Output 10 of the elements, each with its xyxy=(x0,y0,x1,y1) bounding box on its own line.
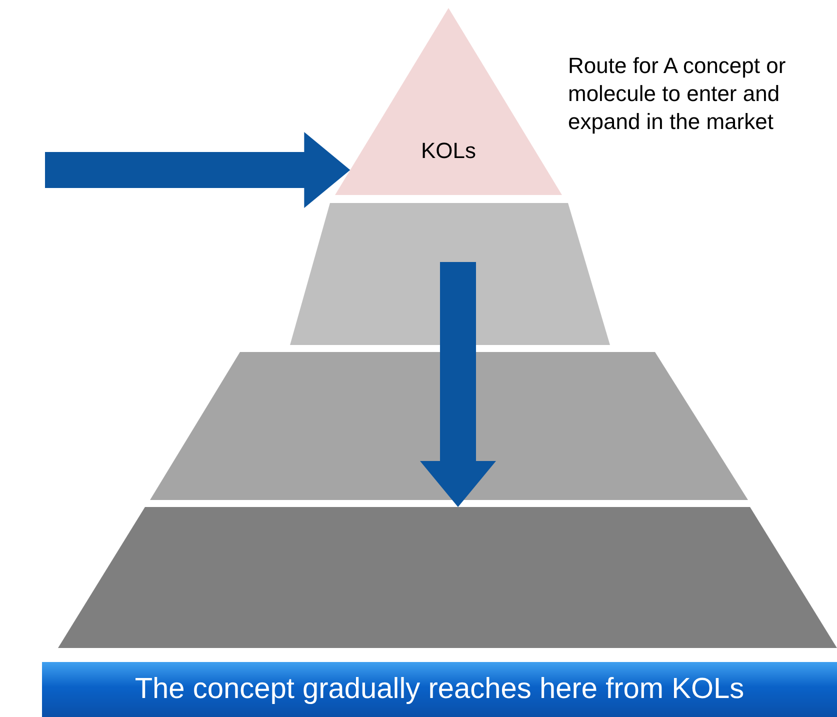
block-arrow xyxy=(45,132,350,208)
pyramid-tier xyxy=(150,352,748,500)
pyramid-tier xyxy=(335,8,562,195)
banner-text: The concept gradually reaches here from KOLs xyxy=(134,673,744,706)
banner xyxy=(42,662,837,717)
pyramid-tier xyxy=(58,507,837,648)
note-text: Route for A concept or molecule to enter and expand in the market xyxy=(568,52,787,136)
tier-label: KOLs xyxy=(420,138,478,164)
pyramid-tier xyxy=(290,203,610,345)
block-arrow xyxy=(420,262,496,507)
